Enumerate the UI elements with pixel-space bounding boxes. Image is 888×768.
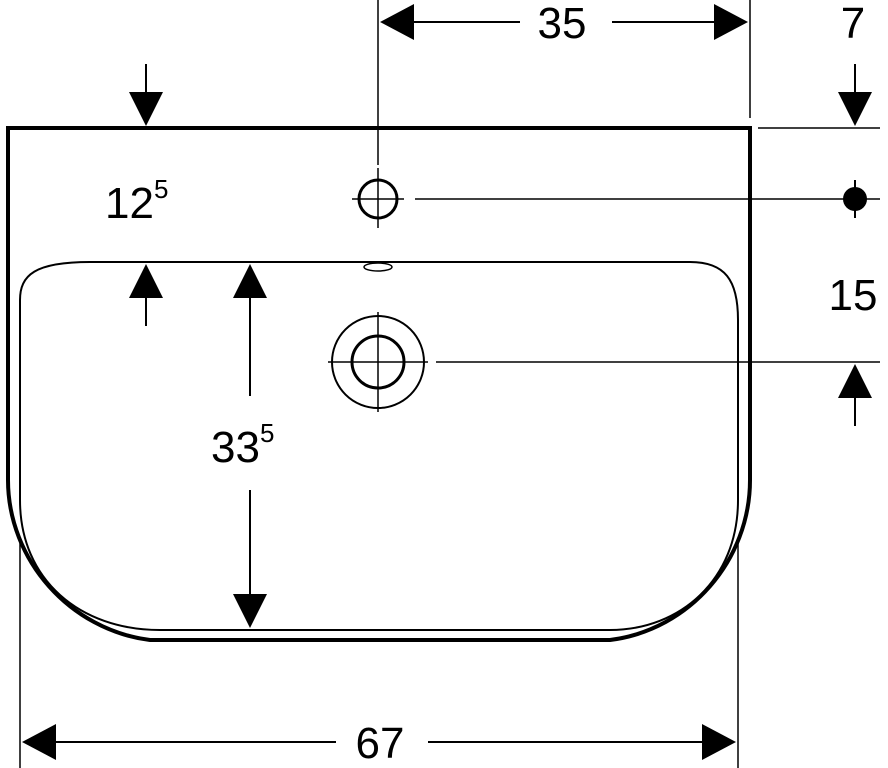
dimension-left-depth: 125 [105, 64, 168, 326]
dimension-top-width: 35 [380, 0, 748, 48]
dimension-top-right: 7 [838, 0, 872, 218]
dimension-label-bowl-depth: 335 [211, 418, 274, 472]
sink-outer-outline [6, 126, 752, 642]
dimension-label-right-height: 15 [829, 271, 878, 320]
dimension-label-left-depth: 125 [105, 174, 168, 228]
tap-hole [352, 168, 404, 228]
bowl-inner-outline [19, 261, 739, 631]
dimension-right-height: 15 [829, 271, 878, 426]
dimension-label-bottom-width: 67 [356, 719, 405, 768]
overflow-slot [363, 262, 393, 272]
dimension-bottom-width: 67 [22, 719, 736, 768]
drain-hole [328, 312, 428, 412]
dimension-label-top-width: 35 [538, 0, 587, 48]
dimension-bowl-depth: 335 [211, 264, 274, 628]
dimension-label-top-right: 7 [841, 0, 865, 48]
